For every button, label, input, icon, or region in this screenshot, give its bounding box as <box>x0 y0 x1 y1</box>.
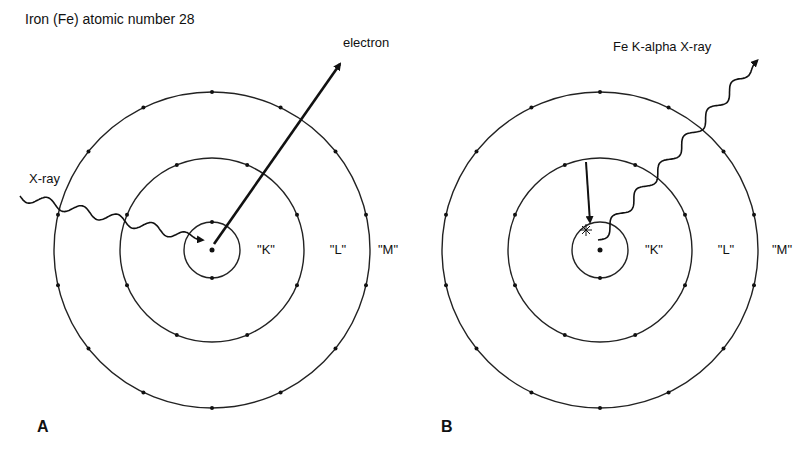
fe-kalpha-label: Fe K-alpha X-ray <box>612 40 712 54</box>
electron-dot <box>125 283 129 287</box>
xray-label: X-ray <box>28 172 61 186</box>
electron-dot <box>87 150 91 154</box>
electron-dot <box>245 333 249 337</box>
electron-dot <box>475 150 479 154</box>
electron-dot <box>279 106 283 110</box>
electron-dot <box>683 283 687 287</box>
panel-letter: B <box>440 418 454 436</box>
electron-dot <box>683 213 687 217</box>
shell-label: "M" <box>377 243 399 257</box>
electron-dot <box>87 347 91 351</box>
electron-dot <box>125 213 129 217</box>
electron-dot <box>56 213 60 217</box>
electron-dot <box>175 163 179 167</box>
electron-dot <box>210 90 214 94</box>
electron-dot <box>210 276 214 280</box>
electron-dot <box>56 283 60 287</box>
electron-dot <box>295 213 299 217</box>
electron-dot <box>513 213 517 217</box>
electron-label: electron <box>342 36 390 50</box>
electron-dot <box>513 283 517 287</box>
electron-dot <box>210 220 214 224</box>
electron-dot <box>722 150 726 154</box>
electron-dot <box>667 390 671 394</box>
electron-dot <box>722 347 726 351</box>
electron-dot <box>210 406 214 410</box>
electron-dot <box>563 163 567 167</box>
m-shell <box>442 92 758 408</box>
electron-dot <box>598 90 602 94</box>
electron-dot <box>563 333 567 337</box>
panel-letter: A <box>36 418 50 436</box>
electron-dot <box>598 276 602 280</box>
k-shell <box>184 222 240 278</box>
electron-dot <box>334 347 338 351</box>
electron-dot <box>633 163 637 167</box>
m-shell <box>54 92 370 408</box>
vacancy-star <box>580 224 592 236</box>
ejected-electron-arrow <box>214 64 340 244</box>
diagram-title: Iron (Fe) atomic number 28 <box>24 12 196 27</box>
shell-label: "L" <box>717 243 735 257</box>
electron-dot <box>364 213 368 217</box>
electron-dot <box>141 390 145 394</box>
electron-dot <box>245 163 249 167</box>
electron-dot <box>752 213 756 217</box>
shell-label: "K" <box>256 243 276 257</box>
k-shell <box>572 222 628 278</box>
electron-dot <box>175 333 179 337</box>
shell-label: "M" <box>771 243 793 257</box>
electron-dot <box>529 390 533 394</box>
electron-dot <box>529 106 533 110</box>
electron-dot <box>633 333 637 337</box>
shell-label: "L" <box>329 243 347 257</box>
l-shell <box>120 158 304 342</box>
electron-dot <box>334 150 338 154</box>
electron-dot <box>475 347 479 351</box>
electron-dot <box>364 283 368 287</box>
electron-dot <box>752 283 756 287</box>
electron-dot <box>444 283 448 287</box>
nucleus <box>210 248 215 253</box>
l-shell <box>508 158 692 342</box>
electron-dot <box>598 406 602 410</box>
electron-dot <box>141 106 145 110</box>
transition-arrow <box>586 162 590 222</box>
shell-label: "K" <box>644 243 664 257</box>
emitted-xray <box>598 61 757 241</box>
incoming-xray <box>20 196 203 240</box>
electron-dot <box>295 283 299 287</box>
electron-dot <box>279 390 283 394</box>
electron-dot <box>667 106 671 110</box>
nucleus <box>598 248 603 253</box>
electron-dot <box>444 213 448 217</box>
